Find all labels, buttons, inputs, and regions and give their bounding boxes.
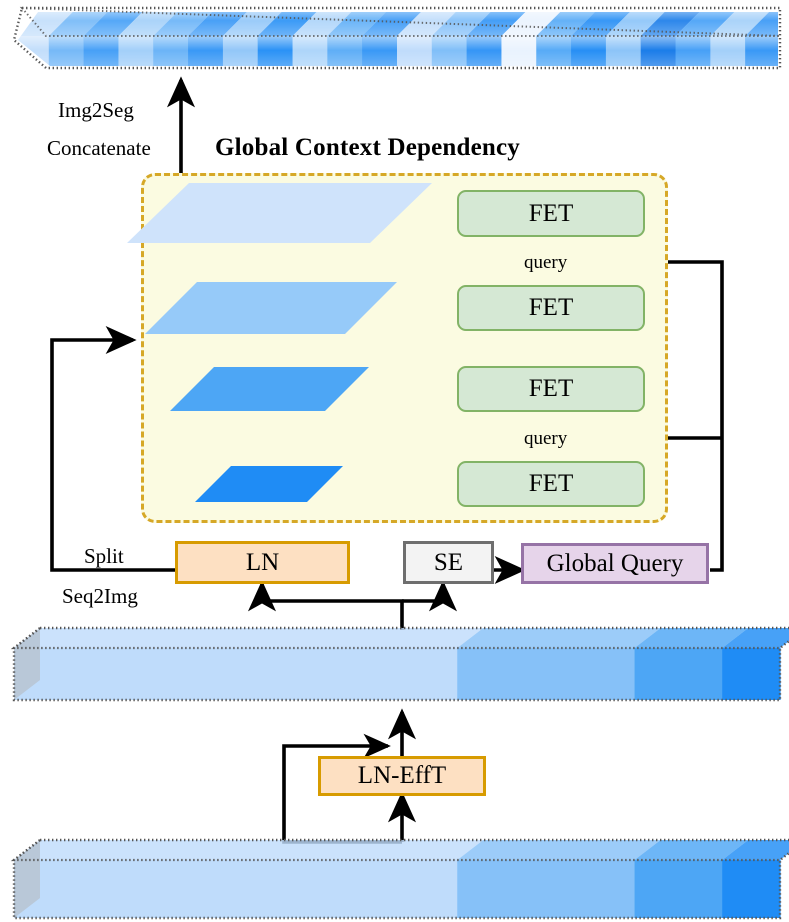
page-title: Global Context Dependency <box>215 134 520 161</box>
ln-block[interactable]: LN <box>175 541 350 584</box>
label-split: Split <box>84 544 124 568</box>
fet-block-1[interactable]: FET <box>457 190 645 237</box>
label-seq2img: Seq2Img <box>62 584 138 608</box>
ln-efft-block[interactable]: LN-EffT <box>318 756 486 796</box>
label-query-top: query <box>524 252 568 273</box>
global-query-block[interactable]: Global Query <box>521 543 709 584</box>
fet-block-3[interactable]: FET <box>457 366 645 412</box>
se-block[interactable]: SE <box>403 541 494 584</box>
fet-block-4[interactable]: FET <box>457 461 645 507</box>
fet-block-2[interactable]: FET <box>457 285 645 331</box>
label-img2seg: Img2Seg <box>58 98 134 122</box>
label-query-bottom: query <box>524 428 568 449</box>
label-concatenate: Concatenate <box>47 136 151 160</box>
